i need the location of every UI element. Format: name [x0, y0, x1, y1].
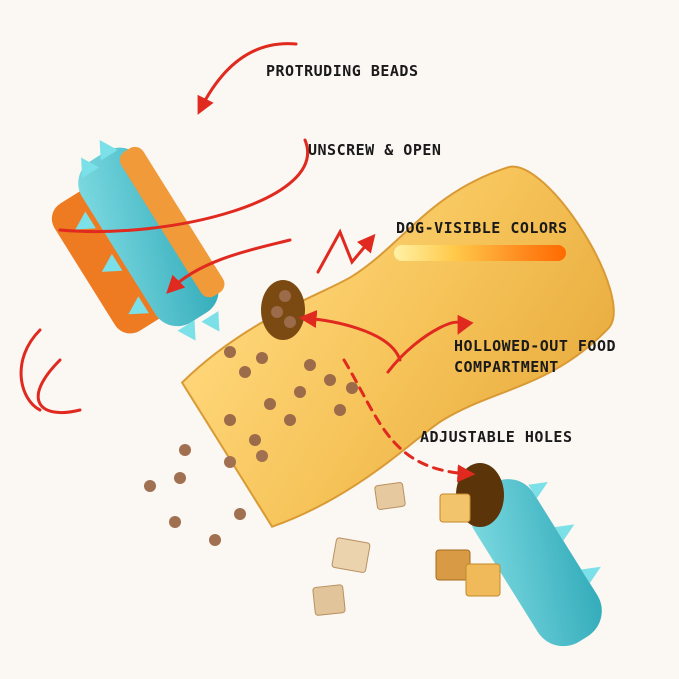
color-gradient-bar	[394, 245, 566, 261]
callout-hollowed-out: HOLLOWED-OUT FOOD COMPARTMENT	[454, 336, 616, 378]
callout-hollowed-line2: COMPARTMENT	[454, 358, 559, 376]
annotation-arrows	[19, 42, 476, 483]
rotation-arrow-icon	[58, 138, 309, 234]
teal-cap	[51, 140, 225, 341]
callout-dog-visible-colors: DOG-VISIBLE COLORS	[396, 219, 568, 237]
upper-hole	[261, 280, 305, 340]
treat-cubes	[312, 482, 501, 616]
callout-adjustable-holes: ADJUSTABLE HOLES	[420, 428, 573, 446]
dashed-arrow-icon	[342, 358, 476, 483]
callout-hollowed-line1: HOLLOWED-OUT FOOD	[454, 337, 617, 355]
zigzag-arrow-icon	[316, 228, 376, 274]
kibble-inside	[224, 290, 358, 446]
callout-protruding-beads: PROTRUDING BEADS	[266, 62, 419, 80]
curved-arrow-icon	[197, 42, 298, 115]
falling-kibble	[144, 444, 268, 546]
callout-unscrew-open: UNSCREW & OPEN	[308, 141, 442, 159]
teal-end-cap	[469, 479, 602, 647]
